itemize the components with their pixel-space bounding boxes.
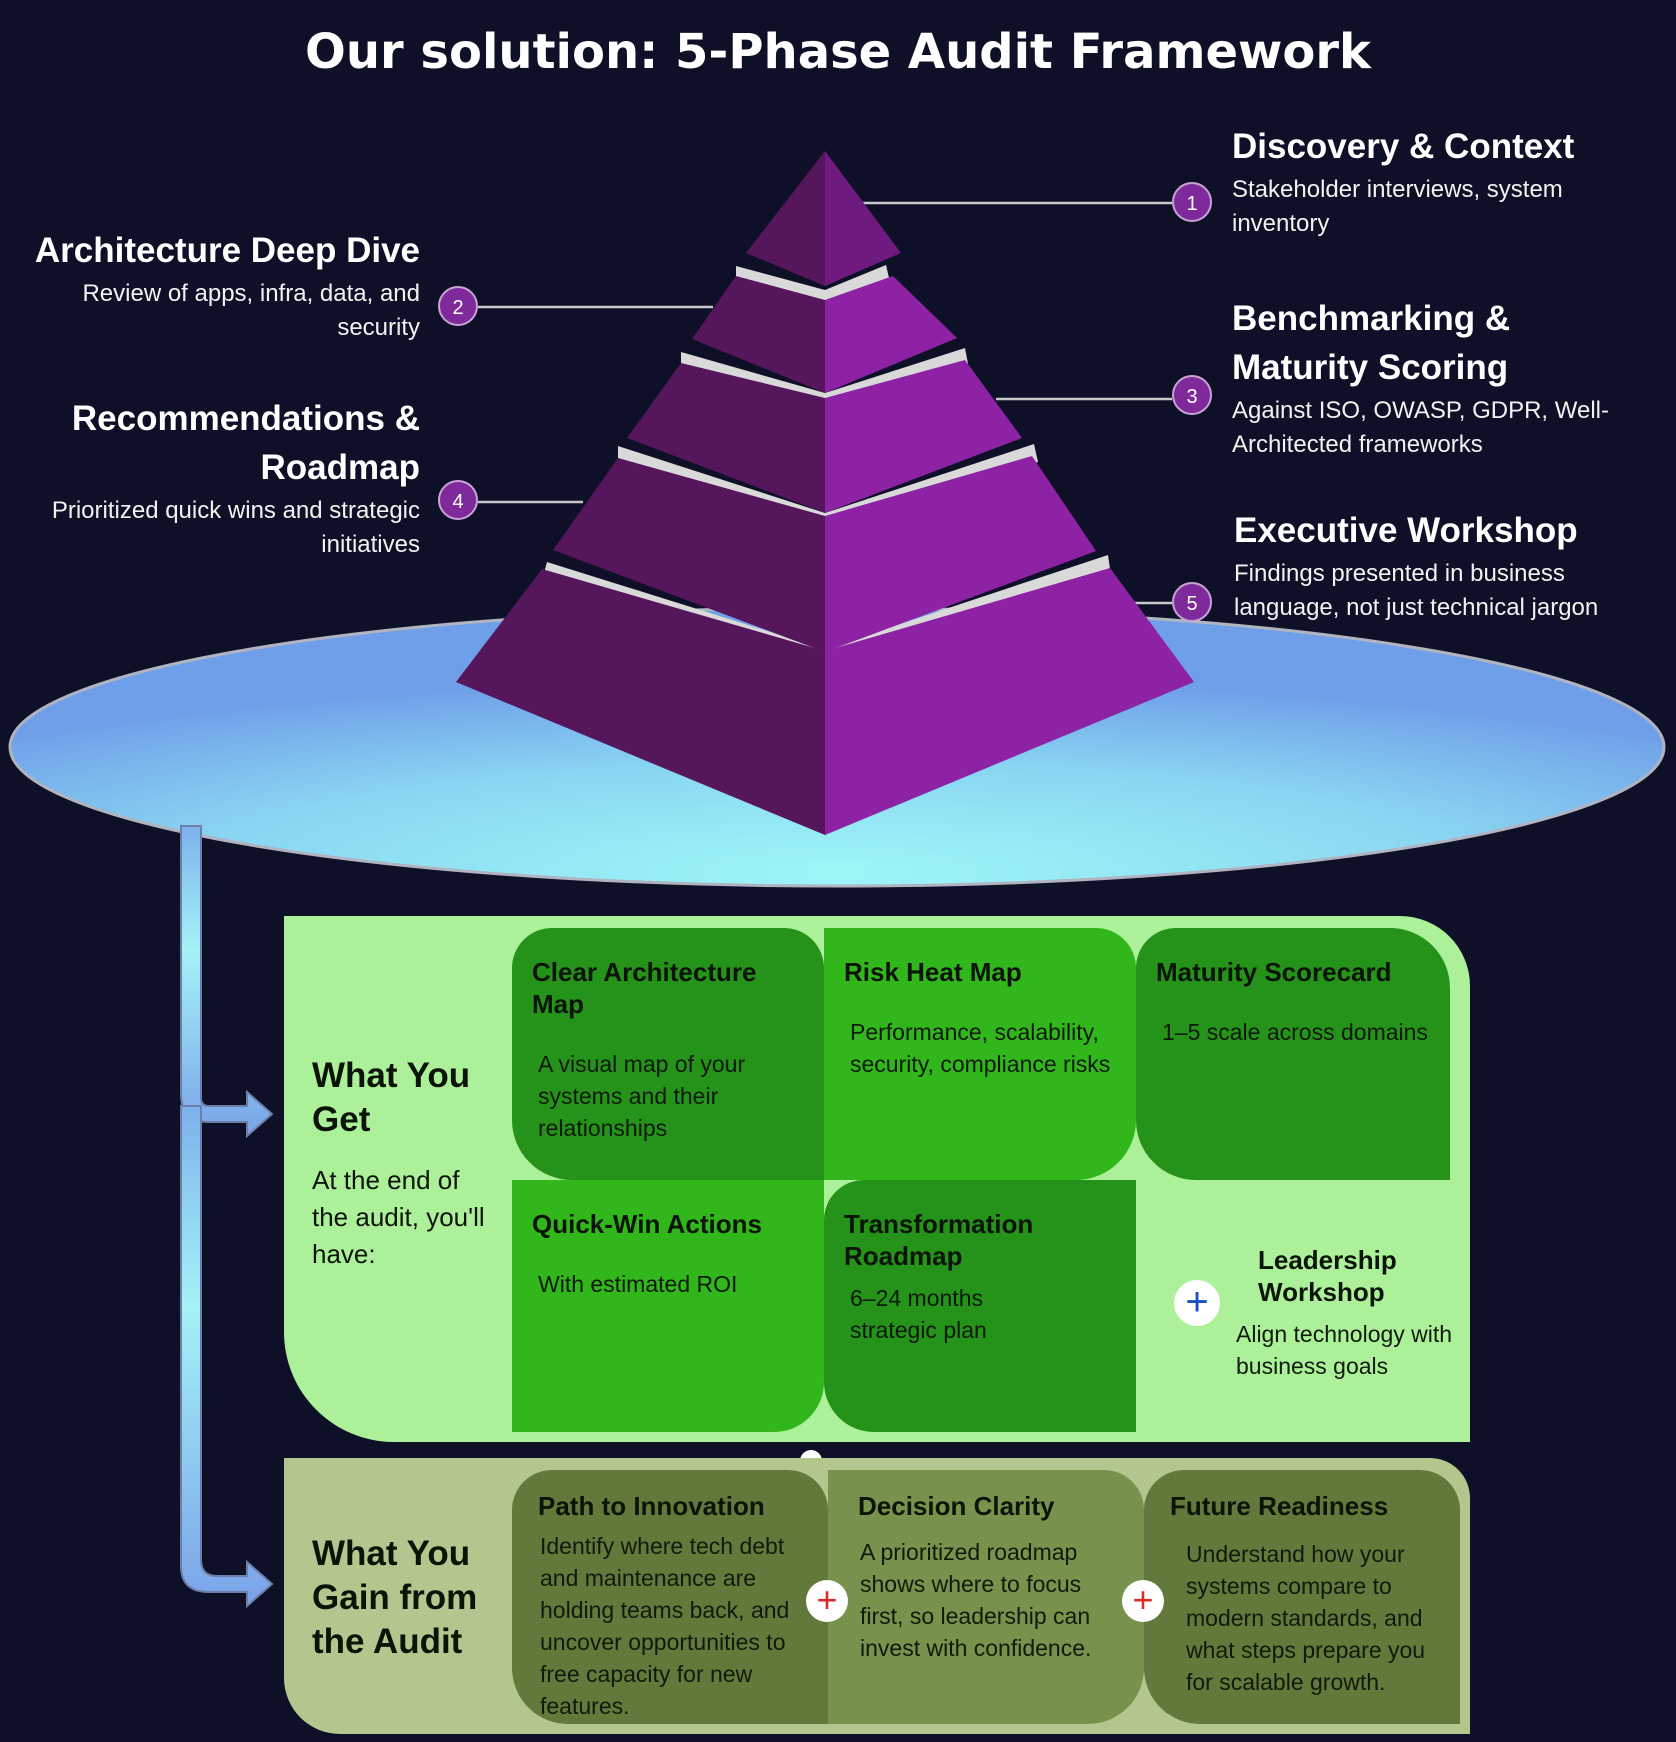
pyramid-tier-3-right <box>825 360 1022 513</box>
card-desc: Performance, scalability, security, comp… <box>850 1019 1111 1077</box>
phase-1-desc: Stakeholder interviews, system inventory <box>1232 176 1563 237</box>
phase-4-desc: Prioritized quick wins and strategic ini… <box>51 497 420 558</box>
card-desc: 1–5 scale across domains <box>1162 1019 1428 1045</box>
phase-5: Executive Workshop Findings presented in… <box>1234 506 1654 625</box>
page-title: Our solution: 5-Phase Audit Framework <box>305 24 1371 80</box>
card-title: Future Readiness <box>1170 1491 1389 1521</box>
phase-3-badge: 3 <box>1172 375 1212 415</box>
phase-1: Discovery & Context Stakeholder intervie… <box>1232 122 1612 241</box>
phase-3-title: Benchmarking & Maturity Scoring <box>1232 299 1511 387</box>
pyramid-tier-5-right <box>825 568 1194 835</box>
phase-2-badge: 2 <box>438 286 478 326</box>
plus-icon: + <box>806 1580 848 1622</box>
leadership-workshop-desc: Align technology with business goals <box>1236 1321 1453 1379</box>
card-risk-heat-map: Risk Heat Map Performance, scalability, … <box>824 928 1136 1180</box>
leadership-workshop: Leadership Workshop Align technology wit… <box>1236 1244 1456 1382</box>
card-title: Maturity Scorecard <box>1156 957 1392 987</box>
card-quick-win-actions: Quick-Win Actions With estimated ROI <box>512 1180 824 1432</box>
card-desc: 6–24 months strategic plan <box>850 1285 987 1343</box>
card-decision-clarity: Decision Clarity A prioritized roadmap s… <box>828 1470 1144 1724</box>
pyramid-tier-2-separator <box>736 265 890 313</box>
pyramid-tier-1-right <box>825 151 901 286</box>
what-you-get-subtitle: At the end of the audit, you'll have: <box>312 1165 485 1269</box>
card-title: Clear Architecture Map <box>532 957 757 1019</box>
card-desc: With estimated ROI <box>538 1271 738 1297</box>
flow-arrow <box>180 825 274 1609</box>
card-desc: A prioritized roadmap shows where to foc… <box>860 1539 1092 1661</box>
phase-3-desc: Against ISO, OWASP, GDPR, Well-Architect… <box>1232 397 1609 458</box>
plus-icon: + <box>1174 1280 1220 1326</box>
card-clear-architecture-map: Clear Architecture Map A visual map of y… <box>512 928 824 1180</box>
phase-5-badge: 5 <box>1172 582 1212 622</box>
phase-1-title: Discovery & Context <box>1232 127 1575 166</box>
phase-5-title: Executive Workshop <box>1234 511 1578 550</box>
phase-2-title: Architecture Deep Dive <box>34 231 420 270</box>
card-title: Path to Innovation <box>538 1491 765 1521</box>
card-title: Transformation Roadmap <box>844 1209 1034 1271</box>
card-path-to-innovation: Path to Innovation Identify where tech d… <box>512 1470 828 1724</box>
pyramid <box>456 151 1194 835</box>
card-title: Quick-Win Actions <box>532 1209 762 1239</box>
what-you-gain-title: What You Gain from the Audit <box>312 1534 478 1661</box>
phase-2-desc: Review of apps, infra, data, and securit… <box>82 280 420 341</box>
card-transformation-roadmap: Transformation Roadmap 6–24 months strat… <box>824 1180 1136 1432</box>
what-you-get-title: What You Get <box>312 1056 471 1139</box>
pyramid-tier-4-right <box>825 456 1096 652</box>
pyramid-tier-1-left <box>746 151 825 286</box>
phase-4: Recommendations & Roadmap Prioritized qu… <box>20 394 420 562</box>
plus-icon: + <box>1122 1580 1164 1622</box>
phase-4-badge: 4 <box>438 480 478 520</box>
leadership-workshop-title: Leadership Workshop <box>1258 1245 1397 1307</box>
card-maturity-scorecard: Maturity Scorecard 1–5 scale across doma… <box>1136 928 1450 1180</box>
pyramid-tier-2-right <box>825 276 957 393</box>
card-desc: Understand how your systems compare to m… <box>1186 1541 1426 1695</box>
card-desc: A visual map of your systems and their r… <box>538 1051 746 1141</box>
card-title: Risk Heat Map <box>844 957 1022 987</box>
phase-2: Architecture Deep Dive Review of apps, i… <box>20 226 420 345</box>
card-title: Decision Clarity <box>858 1491 1055 1521</box>
card-desc: Identify where tech debt and maintenance… <box>540 1533 790 1719</box>
card-future-readiness: Future Readiness Understand how your sys… <box>1144 1470 1460 1724</box>
pyramid-tier-5-left <box>456 569 825 835</box>
pyramid-tier-3-left <box>627 363 825 513</box>
pyramid-tier-4-left <box>553 458 825 652</box>
phase-3: Benchmarking & Maturity Scoring Against … <box>1232 294 1652 462</box>
pyramid-tier-2-left <box>692 276 825 393</box>
phase-4-title: Recommendations & Roadmap <box>71 399 420 487</box>
phase-5-desc: Findings presented in business language,… <box>1234 560 1599 621</box>
phase-1-badge: 1 <box>1172 182 1212 222</box>
